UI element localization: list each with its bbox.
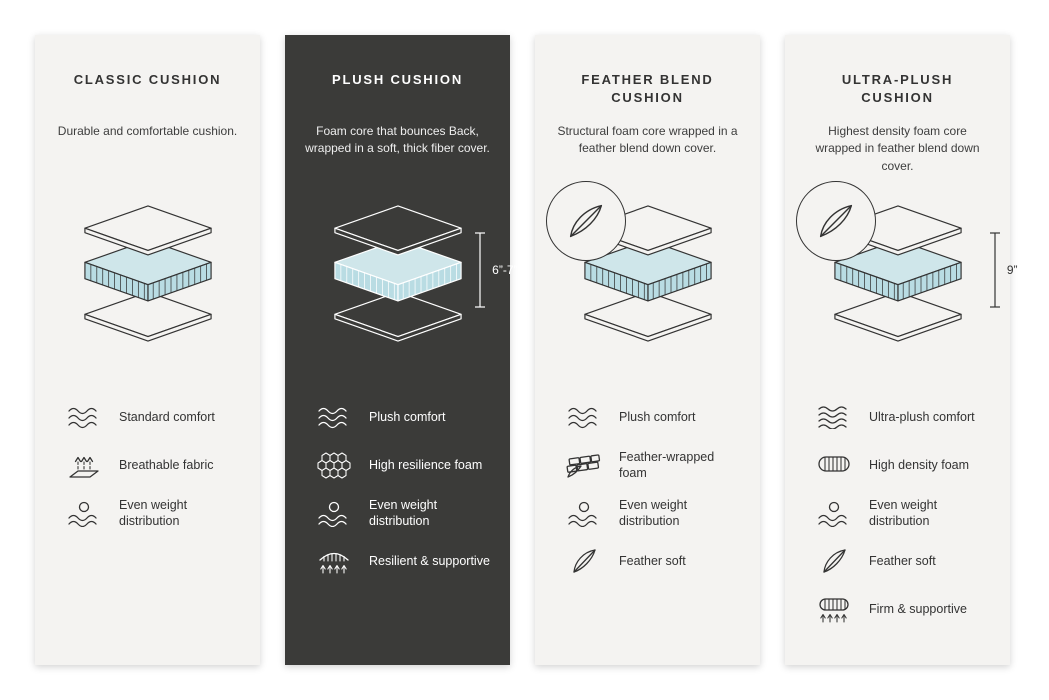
card-description: Foam core that bounces Back, wrapped in … <box>305 124 490 156</box>
height-dimension: 6”-7” <box>473 231 518 309</box>
feature-list: Plush comfort <box>553 394 742 584</box>
feature-label: Even weight distribution <box>869 497 938 528</box>
feather-badge <box>795 181 876 261</box>
springs-icon <box>315 547 353 575</box>
feature-label: Feather-wrapped foam <box>619 449 715 480</box>
feature-label: Feather soft <box>619 553 686 568</box>
weight-distribution-icon <box>565 500 603 527</box>
feature-label: Resilient & supportive <box>369 553 490 568</box>
weight-distribution-icon <box>815 500 853 527</box>
dimension-label: 6”-7” <box>492 263 518 277</box>
feather-foam-icon <box>565 452 603 479</box>
feature-label: Firm & supportive <box>869 601 967 616</box>
feature-list: Plush comfort High resilience foam Even … <box>303 394 492 584</box>
feature-label: Even weight distribution <box>619 497 688 528</box>
feature-row: High resilience foam <box>315 442 492 488</box>
card-description: Highest density foam core wrapped in fea… <box>815 124 980 173</box>
feature-label: Even weight distribution <box>119 497 188 528</box>
feature-label: Plush comfort <box>369 409 446 424</box>
weight-distribution-icon <box>315 500 353 527</box>
card-title: ULTRA-PLUSH CUSHION <box>841 72 954 105</box>
breathable-icon <box>65 451 103 479</box>
card-title: FEATHER BLEND CUSHION <box>581 72 714 105</box>
firm-icon <box>815 595 853 623</box>
feature-label: Plush comfort <box>619 409 696 424</box>
cushion-layers-icon <box>333 205 462 342</box>
waves-icon <box>315 405 353 429</box>
feature-row: Plush comfort <box>315 394 492 440</box>
card-feather-blend-cushion: FEATHER BLEND CUSHION Structural foam co… <box>535 35 760 665</box>
feature-row: Standard comfort <box>65 394 242 440</box>
feature-label: High density foam <box>869 457 970 472</box>
feature-row: Even weight distribution <box>65 490 242 536</box>
feather-icon <box>565 546 603 576</box>
feature-row: Plush comfort <box>565 394 742 440</box>
card-description: Durable and comfortable cushion. <box>57 124 238 138</box>
card-classic-cushion: CLASSIC CUSHION Durable and comfortable … <box>35 35 260 665</box>
feature-label: Feather soft <box>869 553 936 568</box>
cushion-layers-illustration <box>545 181 726 344</box>
weight-distribution-icon <box>65 500 103 527</box>
feature-row: Resilient & supportive <box>315 538 492 584</box>
feature-row: High density foam <box>815 442 992 488</box>
feature-row: Ultra-plush comfort <box>815 394 992 440</box>
waves-icon <box>565 405 603 429</box>
height-dimension: 9” <box>988 231 1018 309</box>
feather-icon <box>815 546 853 576</box>
foam-icon <box>815 454 853 476</box>
card-plush-cushion: PLUSH CUSHION Foam core that bounces Bac… <box>285 35 518 665</box>
feature-row: Even weight distribution <box>815 490 992 536</box>
feature-row: Even weight distribution <box>565 490 742 536</box>
card-title: CLASSIC CUSHION <box>73 72 222 87</box>
dimension-label: 9” <box>1006 263 1018 277</box>
feature-row: Breathable fabric <box>65 442 242 488</box>
feature-label: High resilience foam <box>369 457 483 472</box>
feature-list: Ultra-plush comfort High density foam Ev… <box>803 394 992 632</box>
feature-label: Ultra-plush comfort <box>869 409 975 424</box>
feature-row: Feather soft <box>565 538 742 584</box>
waves-icon <box>65 405 103 429</box>
feather-icon <box>569 204 602 238</box>
feature-label: Breathable fabric <box>119 457 214 472</box>
feather-badge <box>545 181 626 261</box>
dimension-line-icon <box>989 232 1000 308</box>
cushion-layers-illustration: 9” <box>795 181 1018 344</box>
cushion-layers-icon <box>83 205 212 342</box>
feather-icon <box>819 204 852 238</box>
card-description: Structural foam core wrapped in a feathe… <box>557 124 738 156</box>
feature-row: Feather-wrapped foam <box>565 442 742 488</box>
feature-row: Firm & supportive <box>815 586 992 632</box>
cushion-layers-illustration: 6”-7” <box>320 203 518 344</box>
cushion-layers-illustration <box>70 203 226 344</box>
feature-label: Standard comfort <box>119 409 215 424</box>
feature-label: Even weight distribution <box>369 497 438 528</box>
card-ultra-plush-cushion: ULTRA-PLUSH CUSHION Highest density foam… <box>785 35 1018 665</box>
honeycomb-icon <box>315 451 353 479</box>
dimension-line-icon <box>475 232 486 308</box>
waves-icon <box>815 405 853 429</box>
feature-row: Feather soft <box>815 538 992 584</box>
card-title: PLUSH CUSHION <box>331 72 464 87</box>
feature-list: Standard comfort Breathable fabric Even … <box>53 394 242 536</box>
feature-row: Even weight distribution <box>315 490 492 536</box>
